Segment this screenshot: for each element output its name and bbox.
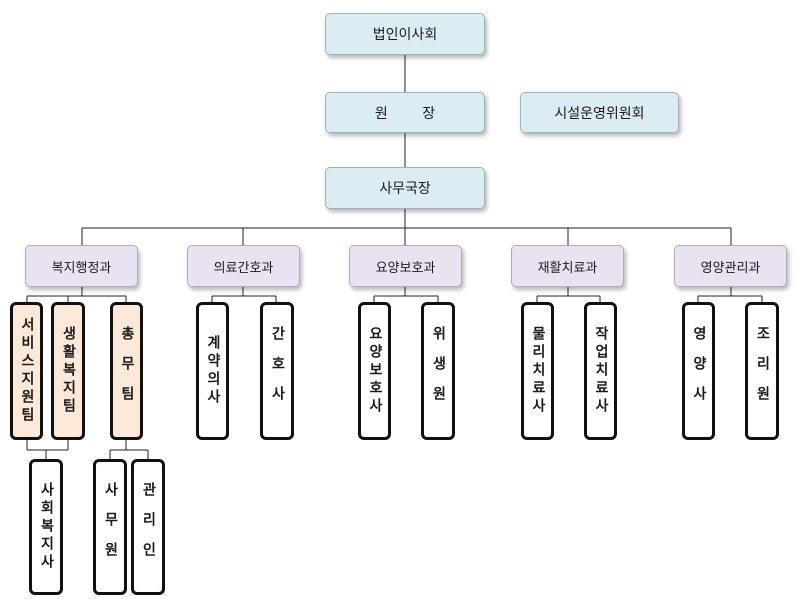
unit-facility-manager: 관리인: [131, 459, 165, 595]
unit-social-worker: 사회복지사: [29, 459, 63, 595]
unit-general-affairs-team: 총무팀: [110, 302, 143, 440]
unit-contract-doctor: 계약의사: [196, 302, 229, 440]
unit-physical-therapist: 물리치료사: [521, 302, 554, 440]
unit-nurse: 간호사: [260, 302, 294, 440]
secretary-general-box: 사무국장: [325, 167, 485, 209]
director-box: 원 장: [325, 92, 485, 133]
department-medical-nursing: 의료간호과: [187, 245, 300, 287]
unit-sanitation-worker: 위생원: [421, 302, 455, 440]
unit-occupational-therapist: 작업치료사: [584, 302, 617, 440]
department-nutrition: 영양관리과: [674, 245, 787, 287]
unit-office-clerk: 사무원: [93, 459, 127, 595]
department-welfare-admin: 복지행정과: [25, 245, 138, 287]
facility-committee-box: 시설운영위원회: [520, 92, 679, 133]
unit-living-welfare-team: 생활복지팀: [51, 302, 85, 440]
department-rehab-therapy: 재활치료과: [511, 245, 624, 287]
unit-cook: 조리원: [745, 302, 779, 440]
department-care-services: 요양보호과: [349, 245, 462, 287]
unit-care-worker: 요양보호사: [358, 302, 391, 440]
board-of-directors-box: 법인이사회: [325, 13, 485, 55]
unit-dietitian: 영양사: [682, 302, 715, 440]
unit-service-support-team: 서비스지원팀: [10, 302, 43, 440]
